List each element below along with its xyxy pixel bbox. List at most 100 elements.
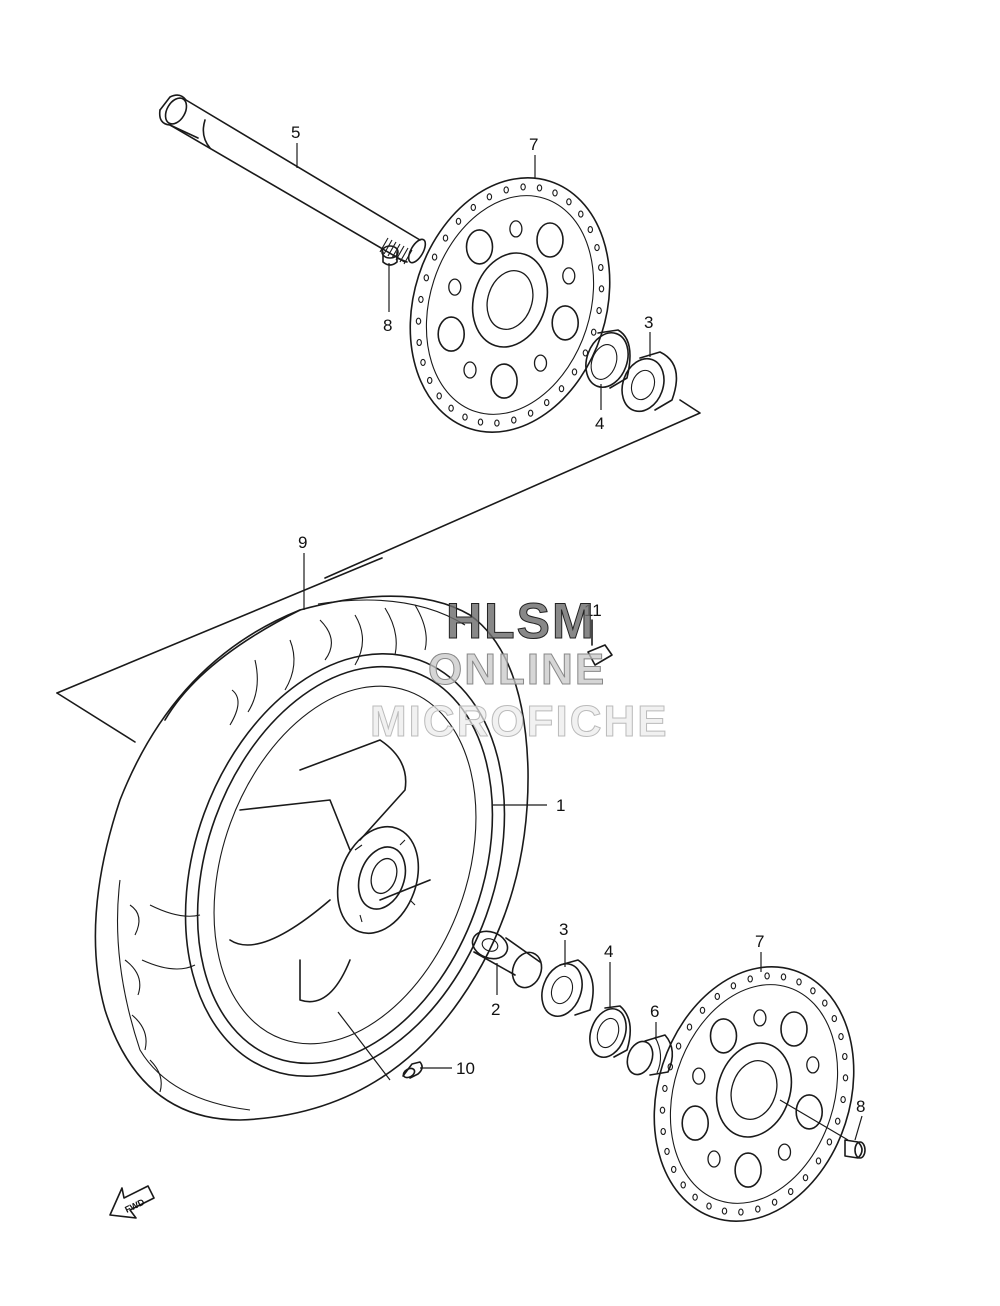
rotor-rivet: [707, 1150, 721, 1168]
rotor-drill-hole: [436, 392, 442, 400]
rotor-cutout: [465, 229, 494, 265]
callout-7-bottom: 7: [755, 932, 764, 951]
rotor-drill-hole: [771, 1198, 778, 1206]
callout-7-top: 7: [529, 135, 538, 154]
callout-3-bottom: 3: [559, 920, 568, 939]
rotor-drill-hole: [423, 274, 430, 282]
rotor-cutout: [681, 1105, 710, 1141]
callout-labels: 5 7 8 3 4 9 11 1 3 4 7 6 2 10 8: [291, 123, 865, 1116]
balance-weight: [587, 619, 613, 666]
rotor-drill-hole: [558, 385, 565, 393]
rotor-drill-hole: [664, 1147, 670, 1155]
rotor-drill-hole: [660, 1127, 666, 1136]
rotor-drill-hole: [486, 193, 493, 201]
collar-spacer: [471, 930, 543, 989]
rotor-drill-hole: [455, 217, 462, 225]
rotor-drill-hole: [675, 1042, 682, 1050]
bearing-bottom: [541, 959, 594, 1017]
callout-2: 2: [491, 1000, 500, 1019]
rotor-drill-hole: [520, 183, 526, 191]
rotor-rivet: [753, 1009, 767, 1027]
rotor-drill-hole: [590, 328, 597, 336]
rotor-drill-hole: [842, 1074, 849, 1082]
rotor-drill-hole: [448, 404, 454, 412]
brake-disc-bottom: [653, 966, 855, 1222]
rotor-cutout: [709, 1018, 738, 1054]
rotor-drill-hole: [810, 987, 816, 995]
rotor-drill-hole: [566, 198, 572, 206]
rotor-drill-hole: [686, 1023, 693, 1031]
rotor-rivet: [562, 267, 576, 285]
fwd-arrow-icon: FWD: [109, 1185, 155, 1219]
leader-lines: [296, 143, 863, 1141]
tire-valve: [402, 1061, 423, 1079]
rotor-drill-hole: [670, 1165, 677, 1173]
callout-8-top: 8: [383, 316, 392, 335]
rotor-drill-hole: [426, 376, 433, 384]
bearing-top: [621, 351, 678, 413]
rotor-drill-hole: [667, 1063, 674, 1071]
rotor-drill-hole: [838, 1033, 844, 1041]
rotor-rivet: [448, 278, 462, 296]
rotor-cutout: [536, 222, 564, 258]
rotor-drill-hole: [721, 1207, 728, 1215]
rotor-rivet: [806, 1056, 820, 1074]
rotor-drill-hole: [659, 1106, 666, 1114]
rotor-drill-hole: [802, 1174, 809, 1182]
callout-9: 9: [298, 533, 307, 552]
callout-6: 6: [650, 1002, 659, 1021]
rotor-drill-hole: [420, 358, 426, 366]
rotor-drill-hole: [494, 419, 500, 427]
rotor-cutout: [437, 316, 466, 352]
rotor-drill-hole: [571, 368, 578, 376]
axle: [158, 94, 427, 265]
rotor-drill-hole: [662, 1084, 668, 1092]
rotor-drill-hole: [416, 338, 422, 347]
rotor-drill-hole: [834, 1117, 841, 1125]
callout-10: 10: [456, 1059, 475, 1078]
rotor-drill-hole: [826, 1138, 833, 1146]
rotor-drill-hole: [587, 226, 594, 234]
callout-4-top: 4: [595, 414, 604, 433]
rotor-drill-hole: [418, 295, 424, 303]
disc-bolt-top: [381, 245, 408, 266]
rotor-cutout: [551, 305, 580, 341]
fwd-label: FWD: [123, 1197, 146, 1215]
rotor-drill-hole: [598, 263, 604, 272]
rotor-rivet: [777, 1143, 792, 1161]
rotor-cutout: [795, 1094, 824, 1130]
rotor-drill-hole: [822, 999, 828, 1007]
rotor-drill-hole: [738, 1208, 744, 1216]
oil-seal-top: [585, 329, 631, 389]
rotor-drill-hole: [477, 418, 484, 426]
rotor-drill-hole: [831, 1015, 838, 1023]
rotor-drill-hole: [680, 1181, 686, 1189]
rotor-drill-hole: [470, 203, 477, 211]
wheel-rim: [184, 653, 506, 1077]
callout-3-top: 3: [644, 313, 653, 332]
spacer-6: [626, 1034, 674, 1076]
rotor-drill-hole: [815, 1157, 822, 1165]
rotor-drill-hole: [730, 982, 737, 990]
tire: [94, 595, 529, 1121]
disc-bolt-bottom: [844, 1139, 866, 1159]
rotor-cutout: [490, 363, 518, 399]
rotor-rivet: [509, 220, 523, 238]
rotor-drill-hole: [511, 416, 517, 424]
callout-4-bottom: 4: [604, 942, 613, 961]
rotor-drill-hole: [842, 1052, 848, 1061]
rotor-drill-hole: [747, 975, 753, 983]
rotor-drill-hole: [755, 1205, 761, 1213]
rotor-drill-hole: [787, 1188, 794, 1196]
rotor-drill-hole: [598, 285, 605, 293]
rotor-drill-hole: [714, 992, 721, 1000]
brake-disc-top: [409, 177, 611, 433]
rotor-drill-hole: [503, 186, 509, 194]
rotor-drill-hole: [840, 1096, 846, 1104]
rotor-drill-hole: [692, 1193, 698, 1201]
rotor-drill-hole: [462, 413, 468, 421]
rotor-drill-hole: [442, 234, 449, 242]
rotor-drill-hole: [536, 184, 543, 192]
rotor-rivet: [463, 361, 477, 379]
